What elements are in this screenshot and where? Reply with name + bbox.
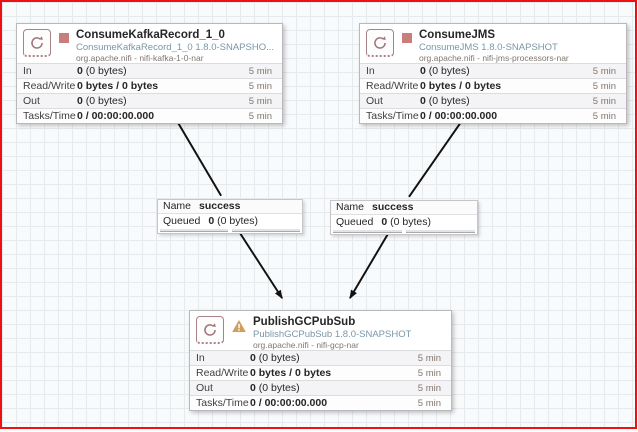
queue-percent-bars [158,229,302,233]
processor-header: PublishGCPubSub PublishGCPubSub 1.8.0-SN… [190,311,451,350]
connection-jms-lower[interactable] [349,227,393,299]
processor-header: ConsumeKafkaRecord_1_0 ConsumeKafkaRecor… [17,24,282,63]
stat-row-read-write: Read/Write 0 bytes / 0 bytes 5 min [17,78,282,93]
nifi-flow-canvas[interactable]: ConsumeKafkaRecord_1_0 ConsumeKafkaRecor… [2,2,635,427]
queue-size-bar [406,230,475,233]
processor-stamp-icon [196,316,224,344]
processor-type-version: PublishGCPubSub 1.8.0-SNAPSHOT [253,329,412,340]
stat-row-tasks-time: Tasks/Time 0 / 00:00:00.000 5 min [360,108,626,123]
processor-name: PublishGCPubSub [253,316,356,328]
invalid-warning-icon [232,320,246,332]
queue-size-bar [232,229,300,232]
connection-jms-upper[interactable] [408,118,464,198]
stat-row-read-write: Read/Write 0 bytes / 0 bytes 5 min [360,78,626,93]
stat-row-in: In 0 (0 bytes) 5 min [360,63,626,78]
processor-consume-kafka-record[interactable]: ConsumeKafkaRecord_1_0 ConsumeKafkaRecor… [16,23,283,124]
processor-name: ConsumeJMS [419,29,496,41]
stat-row-out: Out 0 (0 bytes) 5 min [360,93,626,108]
stat-row-in: In 0 (0 bytes) 5 min [190,350,451,365]
stat-row-out: Out 0 (0 bytes) 5 min [190,380,451,395]
stat-row-tasks-time: Tasks/Time 0 / 00:00:00.000 5 min [190,395,451,410]
processor-consume-jms[interactable]: ConsumeJMS ConsumeJMS 1.8.0-SNAPSHOT org… [359,23,627,124]
processor-bundle: org.apache.nifi - nifi-kafka-1-0-nar [76,53,204,63]
processor-header: ConsumeJMS ConsumeJMS 1.8.0-SNAPSHOT org… [360,24,626,63]
stat-row-tasks-time: Tasks/Time 0 / 00:00:00.000 5 min [17,108,282,123]
stat-row-read-write: Read/Write 0 bytes / 0 bytes 5 min [190,365,451,380]
stat-row-out: Out 0 (0 bytes) 5 min [17,93,282,108]
processor-publish-gc-pubsub[interactable]: PublishGCPubSub PublishGCPubSub 1.8.0-SN… [189,310,452,411]
queue-count-bar [333,230,402,233]
queue-percent-bars [331,230,477,234]
processor-stamp-icon [366,29,394,57]
queue-count-bar [160,229,228,232]
processor-type-version: ConsumeJMS 1.8.0-SNAPSHOT [419,42,558,53]
connection-kafka-upper[interactable] [175,118,222,197]
connection-wires [175,118,464,299]
stopped-icon [402,33,412,43]
connection-kafka-lower[interactable] [236,227,283,299]
processor-type-version: ConsumeKafkaRecord_1_0 1.8.0-SNAPSHO... [76,42,275,53]
processor-stamp-icon [23,29,51,57]
stopped-icon [59,33,69,43]
processor-bundle: org.apache.nifi - nifi-gcp-nar [253,340,359,350]
processor-bundle: org.apache.nifi - nifi-jms-processors-na… [419,53,569,63]
processor-name: ConsumeKafkaRecord_1_0 [76,29,225,41]
stat-row-in: In 0 (0 bytes) 5 min [17,63,282,78]
